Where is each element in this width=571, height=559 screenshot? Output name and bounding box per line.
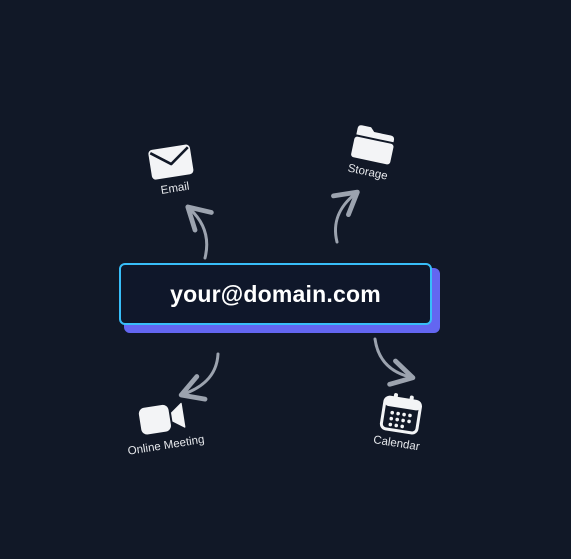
calendar-icon <box>377 389 425 437</box>
arrow-to-email <box>185 204 214 260</box>
arrow-to-online-meeting <box>178 352 220 402</box>
storage-node: Storage <box>335 119 409 185</box>
arrow-to-calendar <box>373 337 416 387</box>
folder-icon <box>348 121 399 167</box>
video-camera-icon <box>135 397 188 440</box>
email-node: Email <box>136 138 207 199</box>
calendar-node: Calendar <box>364 387 436 454</box>
envelope-icon <box>146 140 195 182</box>
online-meeting-node: Online Meeting <box>112 393 215 459</box>
arrow-to-storage <box>331 189 360 244</box>
domain-text: your@domain.com <box>170 280 381 307</box>
domain-box: your@domain.com <box>119 263 432 325</box>
